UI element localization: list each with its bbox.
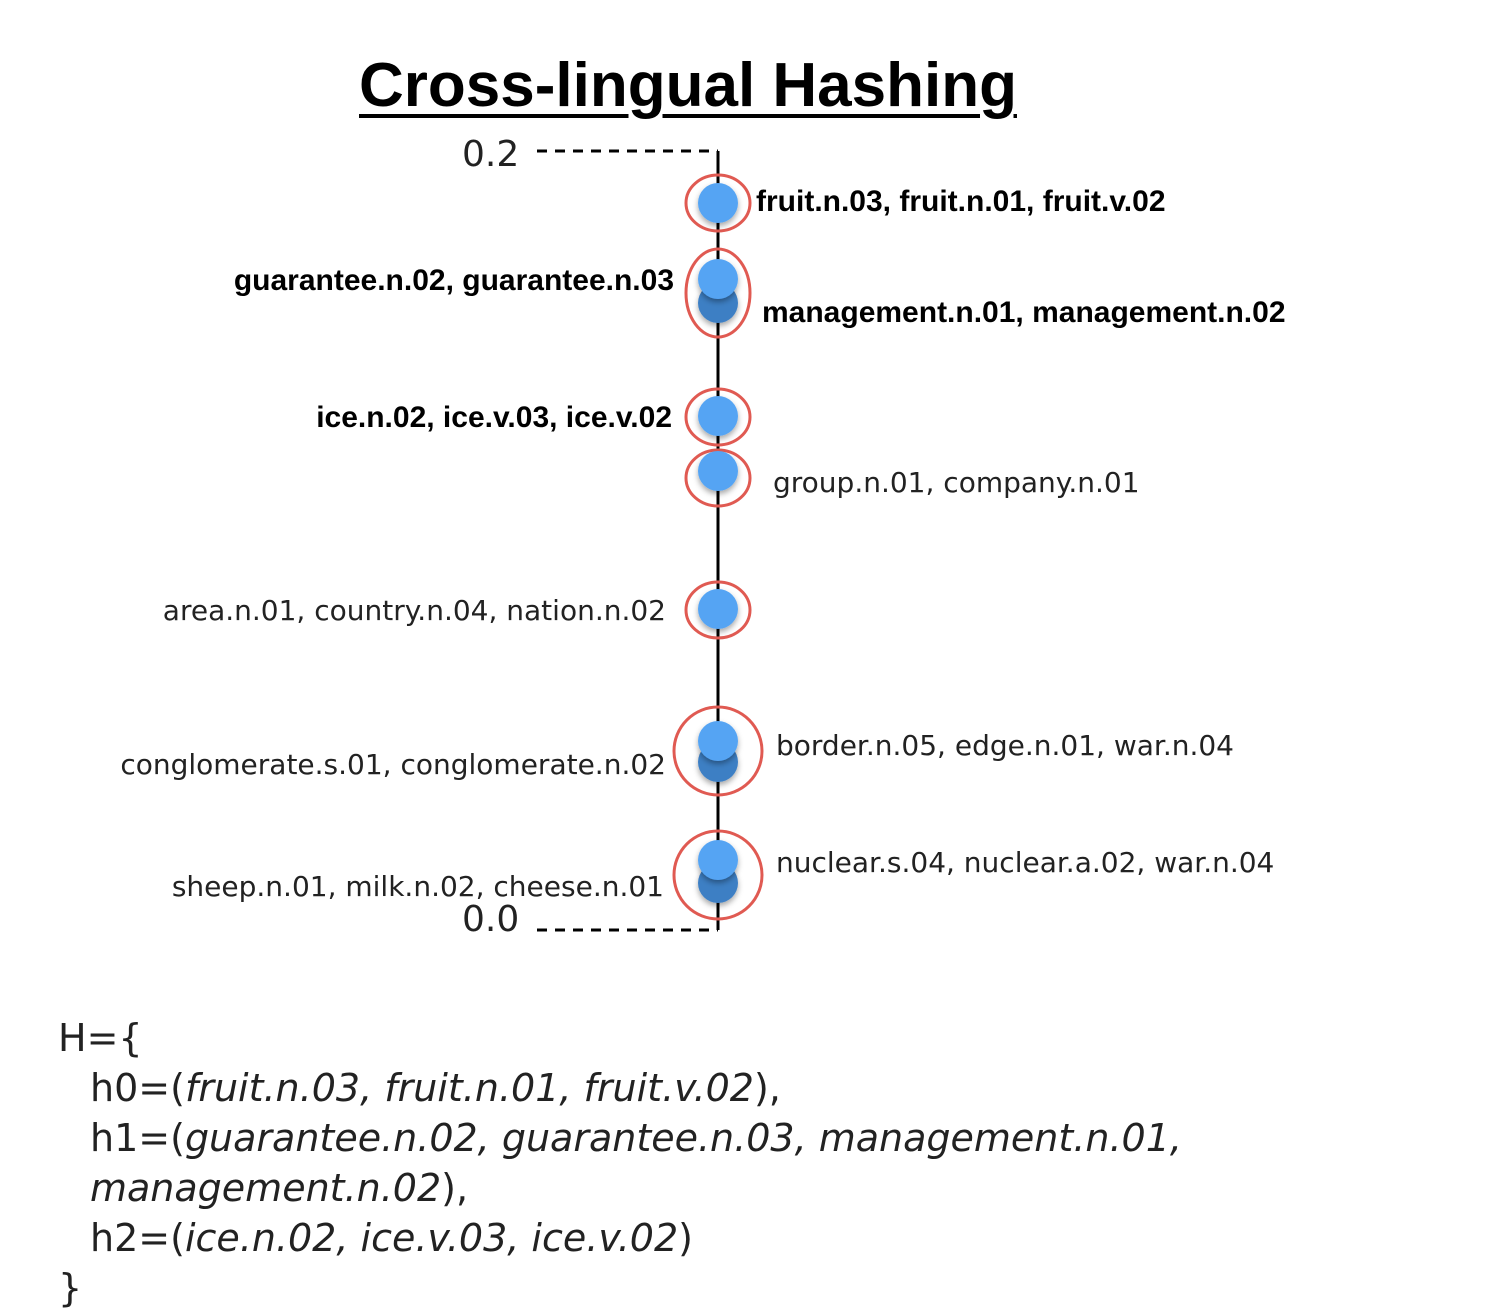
hash-set: H={ h0=(fruit.n.03, fruit.n.01, fruit.v.… [58,1013,1498,1313]
point-group [698,451,738,491]
label-area: area.n.01, country.n.04, nation.n.02 [162,594,666,627]
hash-set-close: } [58,1266,83,1310]
cluster-ring-ice [684,387,752,447]
label-fruit: fruit.n.03, fruit.n.01, fruit.v.02 [756,185,1166,218]
hash-set-open: H={ [58,1016,143,1060]
cluster-ring-sheep [672,829,764,921]
hash-axis [537,149,764,932]
cluster-ring-group [684,448,752,508]
label-group: group.n.01, company.n.01 [773,466,1140,499]
point-nuclear [698,840,738,880]
point-area [698,589,738,629]
point-ice [698,396,738,436]
label-guarantee: guarantee.n.02, guarantee.n.03 [233,264,674,297]
hash-entry-h0: h0=(fruit.n.03, fruit.n.01, fruit.v.02), [90,1066,781,1110]
cluster-ring-conglomerate [672,705,764,797]
label-nuclear: nuclear.s.04, nuclear.a.02, war.n.04 [776,846,1275,879]
label-management: management.n.01, management.n.02 [762,296,1286,329]
label-border: border.n.05, edge.n.01, war.n.04 [776,729,1234,762]
label-sheep: sheep.n.01, milk.n.02, cheese.n.01 [171,870,664,903]
hash-entry-h2: h2=(ice.n.02, ice.v.03, ice.v.02) [90,1216,693,1260]
cluster-ring-fruit [684,173,752,233]
point-guarantee [698,259,738,299]
point-fruit [698,183,738,223]
label-conglomerate: conglomerate.s.01, conglomerate.n.02 [120,748,666,781]
label-ice: ice.n.02, ice.v.03, ice.v.02 [316,401,672,434]
cluster-ring-area [684,580,752,640]
cluster-ring-guarantee [684,247,752,339]
diagram-title: Cross-lingual Hashing [359,51,1017,120]
hash-entry-h1: h1=(guarantee.n.02, guarantee.n.03, mana… [90,1116,1182,1210]
axis-bottom-label: 0.0 [462,899,520,940]
axis-top-label: 0.2 [462,134,520,175]
point-border [698,721,738,761]
